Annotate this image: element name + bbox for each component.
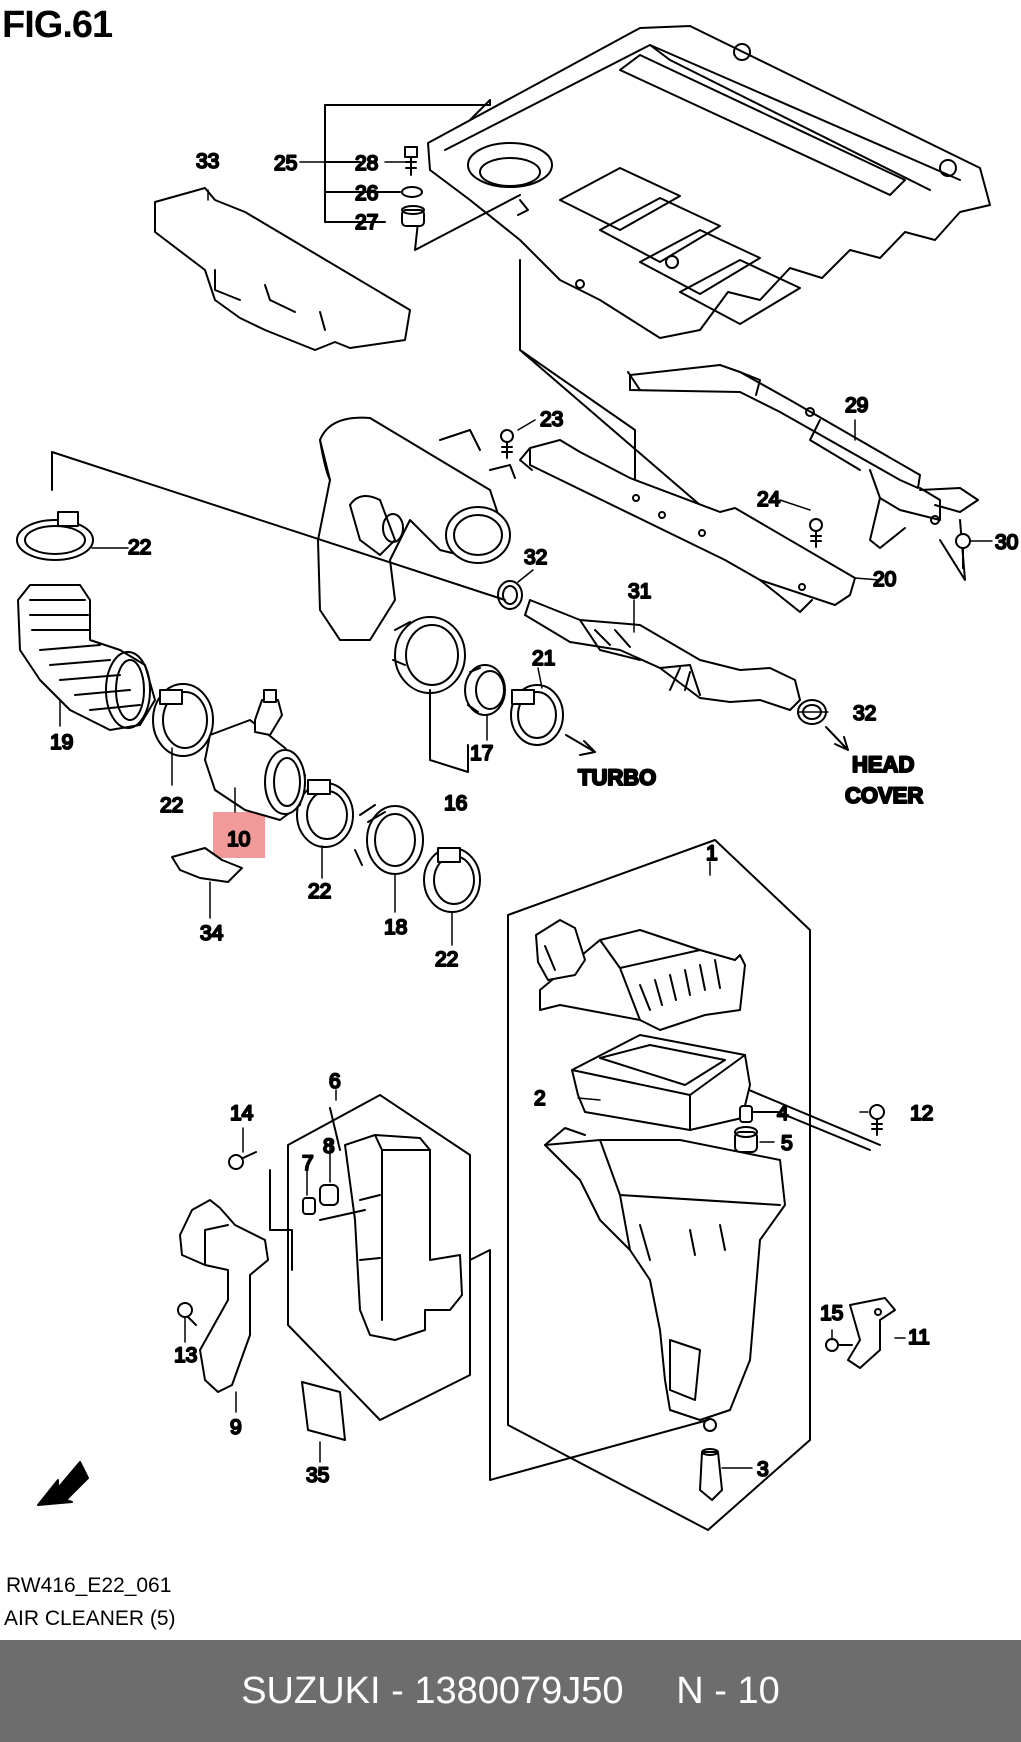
label-19: 19 <box>50 731 73 754</box>
bolt-24 <box>809 518 823 548</box>
part-34-bracket <box>171 847 243 883</box>
label-34: 34 <box>200 922 224 945</box>
bolt-30 <box>939 519 971 581</box>
part-5-grommet <box>734 1126 758 1153</box>
label-32-lower: 32 <box>853 702 876 725</box>
figure-caption: AIR CLEANER (5) <box>4 1607 176 1630</box>
part-29-stay <box>627 364 979 549</box>
leader-line <box>519 259 636 501</box>
highlight-part-10 <box>213 812 265 858</box>
part-22-clamp-d <box>423 847 481 913</box>
label-14: 14 <box>230 1102 254 1125</box>
label-27: 27 <box>355 211 378 234</box>
part-22-clamp-b <box>152 683 214 757</box>
parts-diagram: 33 25 28 26 27 23 29 24 30 20 32 31 22 2… <box>16 25 1019 1531</box>
label-12: 12 <box>910 1102 933 1125</box>
label-3: 3 <box>757 1458 769 1481</box>
label-leaders <box>59 161 993 1469</box>
bolt-15 <box>825 1338 853 1352</box>
leader-line <box>269 1169 366 1271</box>
footer-bar: SUZUKI - 1380079J50 N - 10 <box>0 1640 1021 1742</box>
part-8-grommet <box>319 1184 339 1206</box>
label-16: 16 <box>444 792 467 815</box>
part-17-seal <box>464 664 506 716</box>
label-29: 29 <box>845 394 868 417</box>
label-18: 18 <box>384 916 407 939</box>
part-1-lower-case <box>544 1127 786 1432</box>
label-15: 15 <box>820 1302 843 1325</box>
label-8: 8 <box>323 1135 335 1158</box>
part-32-clamp-upper <box>497 580 523 610</box>
head-cover-arrow <box>825 726 849 751</box>
bolt-13 <box>177 1302 197 1326</box>
part-3-drain <box>699 1448 723 1501</box>
bolt-group-25 <box>324 99 521 251</box>
turbo-arrow <box>565 734 596 756</box>
label-33: 33 <box>196 150 219 173</box>
label-head: HEAD <box>852 752 914 777</box>
label-26: 26 <box>355 182 378 205</box>
label-17: 17 <box>470 742 493 765</box>
label-22-d: 22 <box>435 948 458 971</box>
bolt-23 <box>500 429 514 459</box>
part-20-bracket <box>519 439 856 613</box>
part-7-grommet <box>302 1197 316 1215</box>
label-24: 24 <box>757 488 781 511</box>
label-23: 23 <box>540 408 563 431</box>
bolt-12 <box>869 1104 885 1136</box>
part-2-filter <box>571 1034 751 1131</box>
label-4: 4 <box>777 1102 789 1125</box>
label-25: 25 <box>274 152 297 175</box>
part-31-hose <box>524 599 801 711</box>
part-6-resonator <box>344 1134 463 1341</box>
label-31: 31 <box>628 580 651 603</box>
part-22-clamp-a <box>16 511 94 561</box>
leader-line <box>51 451 506 601</box>
part-4-grommet <box>739 1105 753 1123</box>
part-18-coupler <box>354 804 424 875</box>
label-22-b: 22 <box>160 794 183 817</box>
part-16-duct <box>317 416 516 773</box>
part-9-bracket <box>179 1199 269 1393</box>
label-11: 11 <box>908 1326 930 1349</box>
part-35-pad <box>301 1381 346 1441</box>
label-6: 6 <box>329 1070 341 1093</box>
label-35: 35 <box>306 1464 329 1487</box>
label-cover: COVER <box>845 783 923 808</box>
part-1-frame <box>507 839 881 1531</box>
bolt-14 <box>228 1151 257 1170</box>
figure-code: RW416_E22_061 <box>6 1574 172 1597</box>
label-5: 5 <box>781 1132 793 1155</box>
part-1-upper-case <box>535 919 746 1031</box>
label-21: 21 <box>532 647 555 670</box>
engine-cover <box>427 25 991 339</box>
label-22-c: 22 <box>308 880 331 903</box>
label-2: 2 <box>534 1087 546 1110</box>
label-22-a: 22 <box>128 536 151 559</box>
part-21-clamp <box>510 684 564 746</box>
label-28: 28 <box>355 152 378 175</box>
label-10: 10 <box>227 828 250 851</box>
part-22-clamp-c <box>296 779 354 848</box>
part-6-frame <box>287 1094 709 1481</box>
label-20: 20 <box>873 568 896 591</box>
label-9: 9 <box>230 1416 242 1439</box>
part-19-hose <box>17 584 156 731</box>
fwd-arrow <box>37 1461 89 1506</box>
figure-title: FIG.61 <box>2 4 113 46</box>
part-11-bracket <box>847 1297 896 1369</box>
label-13: 13 <box>174 1344 197 1367</box>
label-turbo: TURBO <box>578 765 656 790</box>
label-7: 7 <box>302 1152 314 1175</box>
part-10-sensor <box>204 689 306 821</box>
label-32-upper: 32 <box>524 546 547 569</box>
label-1: 1 <box>706 842 718 865</box>
footer-part-number: SUZUKI - 1380079J50 N - 10 <box>241 1670 780 1712</box>
label-30: 30 <box>995 531 1018 554</box>
part-33-shield <box>154 187 411 351</box>
